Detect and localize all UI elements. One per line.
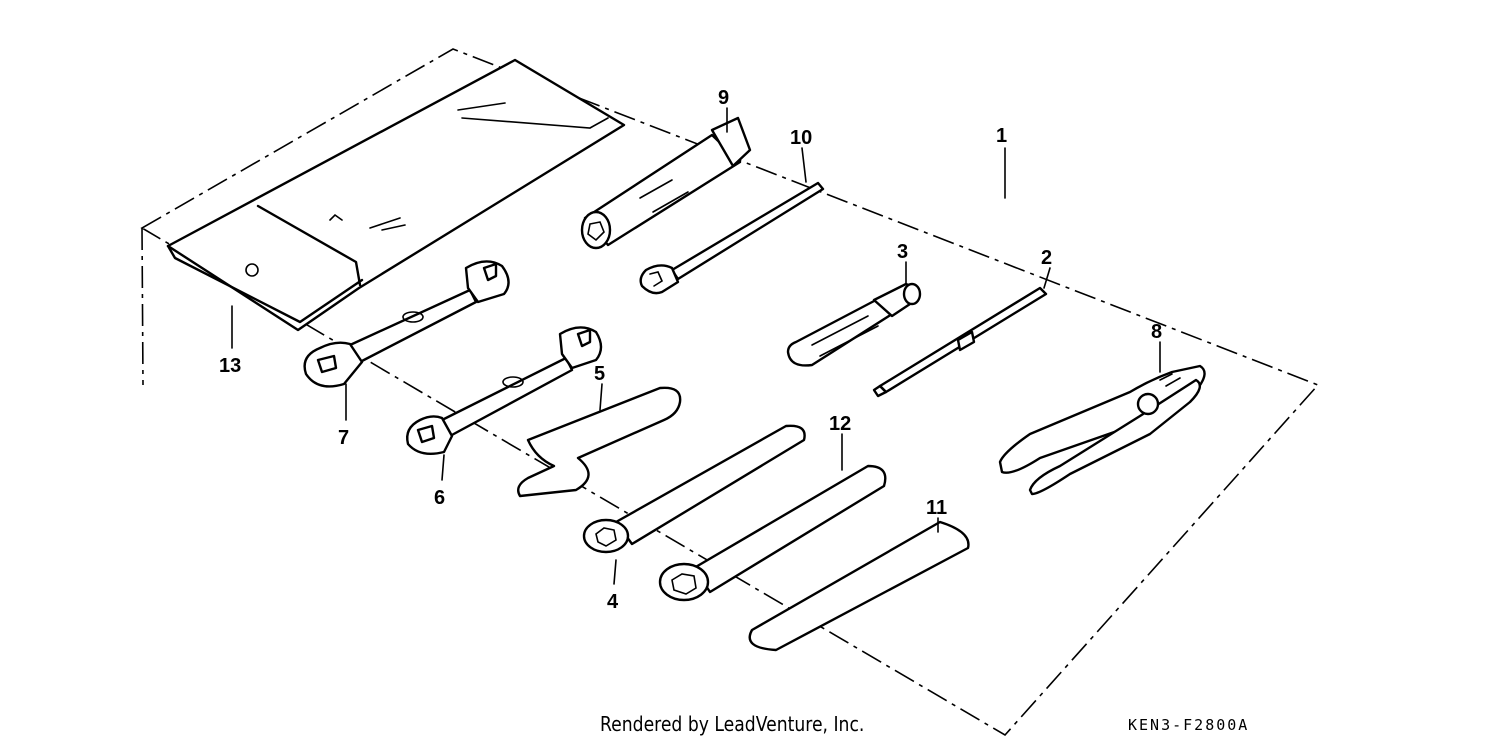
kit-boundary-left — [141, 227, 144, 386]
diagram-code: KEN3-F2800A — [1128, 716, 1250, 734]
callout-13: 13 — [219, 355, 241, 377]
callout-2: 2 — [1041, 247, 1052, 269]
pliers-8 — [998, 364, 1206, 496]
callout-1: 1 — [996, 125, 1007, 147]
bar-11 — [748, 520, 970, 652]
callout-5: 5 — [594, 363, 605, 385]
render-credit: Rendered by LeadVenture, Inc. — [600, 712, 865, 736]
wrench-14mm-7 — [303, 260, 510, 388]
wrench-12mm-6 — [406, 326, 603, 455]
callout-4: 4 — [607, 591, 619, 613]
tool-bag-13 — [166, 58, 626, 332]
callout-9: 9 — [718, 87, 729, 109]
screwdriver-2 — [872, 286, 1048, 398]
pin-spanner-10 — [639, 181, 825, 295]
callout-8: 8 — [1151, 321, 1162, 343]
callout-6: 6 — [434, 487, 445, 509]
ring-wrench-4 — [582, 424, 806, 554]
callout-11: 11 — [926, 497, 947, 519]
spanner-5 — [517, 386, 682, 498]
leader-lines — [231, 107, 1161, 585]
kit-boundary — [140, 48, 1320, 737]
callout-12: 12 — [829, 413, 851, 435]
callout-7: 7 — [338, 427, 349, 449]
callout-10: 10 — [790, 127, 812, 149]
callout-3: 3 — [897, 241, 908, 263]
box-wrench-9 — [580, 116, 752, 250]
ring-wrench-12 — [658, 464, 887, 602]
screwdriver-handle-3 — [786, 282, 922, 367]
